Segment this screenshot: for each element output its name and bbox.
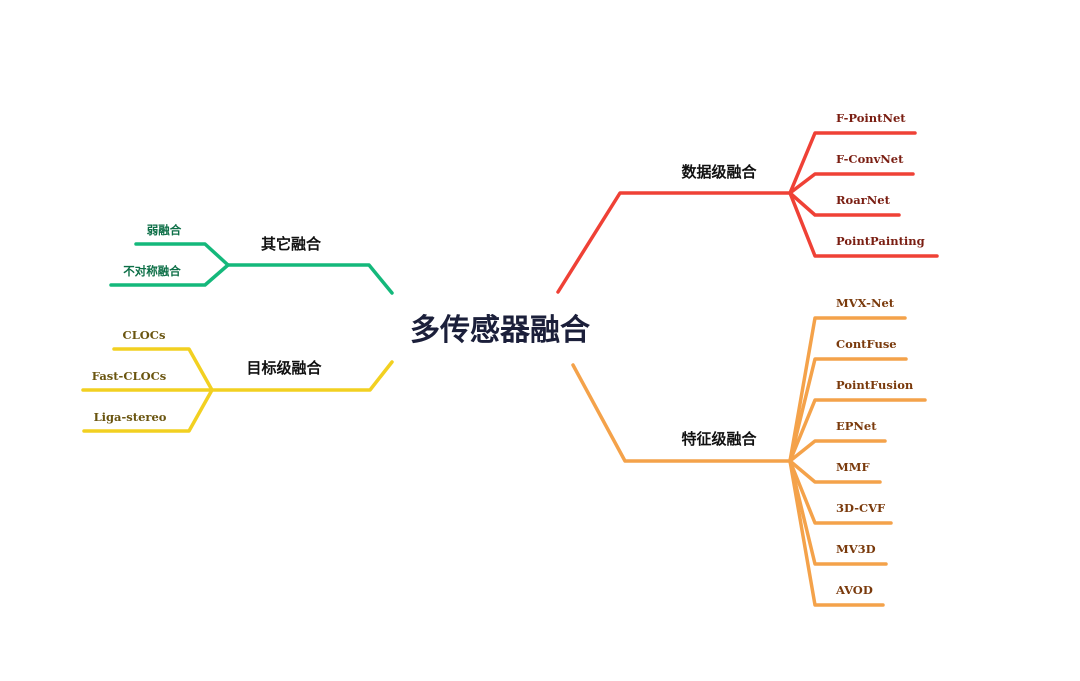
- branch-target-level: [81, 347, 394, 433]
- leaf-line: [112, 347, 214, 392]
- branch-label-feature-level[interactable]: 特征级融合: [681, 430, 757, 448]
- leaf-line: [788, 459, 885, 607]
- leaf-line: [788, 191, 939, 258]
- leaf-label[interactable]: MVX-Net: [836, 296, 895, 310]
- leaf-line: [788, 131, 917, 195]
- leaf-label[interactable]: F-PointNet: [836, 111, 906, 125]
- leaf-line: [788, 316, 907, 463]
- leaf-label[interactable]: AVOD: [835, 583, 873, 597]
- leaf-line: [134, 242, 230, 267]
- leaf-label[interactable]: F-ConvNet: [836, 152, 904, 166]
- leaf-line: [788, 398, 927, 463]
- branch-label-data-level[interactable]: 数据级融合: [681, 163, 757, 181]
- connector-target-level: [210, 360, 394, 392]
- leaf-label[interactable]: ContFuse: [836, 337, 897, 351]
- leaf-line: [788, 459, 882, 484]
- leaf-line: [788, 172, 915, 195]
- leaf-line: [788, 191, 901, 217]
- branch-label-target-level[interactable]: 目标级融合: [246, 359, 322, 377]
- connector-data-level: [556, 191, 792, 294]
- leaf-label[interactable]: Liga-stereo: [94, 410, 167, 424]
- branch-feature-level: [571, 316, 927, 607]
- connector-feature-level: [571, 363, 792, 463]
- leaf-line: [82, 388, 214, 433]
- leaf-line: [109, 263, 230, 287]
- connector-other: [226, 263, 394, 295]
- leaf-label[interactable]: RoarNet: [836, 193, 891, 207]
- leaf-label[interactable]: MV3D: [836, 542, 876, 556]
- branch-label-other[interactable]: 其它融合: [261, 235, 322, 253]
- leaf-label[interactable]: CLOCs: [123, 328, 166, 342]
- branch-data-level: [556, 131, 939, 294]
- branch-other: [109, 242, 394, 295]
- leaf-label[interactable]: EPNet: [836, 419, 877, 433]
- leaf-label[interactable]: Fast-CLOCs: [92, 369, 166, 383]
- leaf-label[interactable]: 不对称融合: [123, 264, 181, 278]
- leaf-line: [788, 357, 908, 463]
- leaf-line: [788, 459, 888, 566]
- leaf-label[interactable]: PointFusion: [836, 378, 914, 392]
- leaf-line: [788, 439, 887, 463]
- leaf-label[interactable]: 弱融合: [147, 223, 182, 237]
- leaf-line: [788, 459, 893, 525]
- leaf-label[interactable]: MMF: [836, 460, 870, 474]
- leaf-label[interactable]: 3D-CVF: [836, 501, 886, 515]
- leaf-label[interactable]: PointPainting: [836, 234, 925, 248]
- root-node-label[interactable]: 多传感器融合: [410, 313, 590, 348]
